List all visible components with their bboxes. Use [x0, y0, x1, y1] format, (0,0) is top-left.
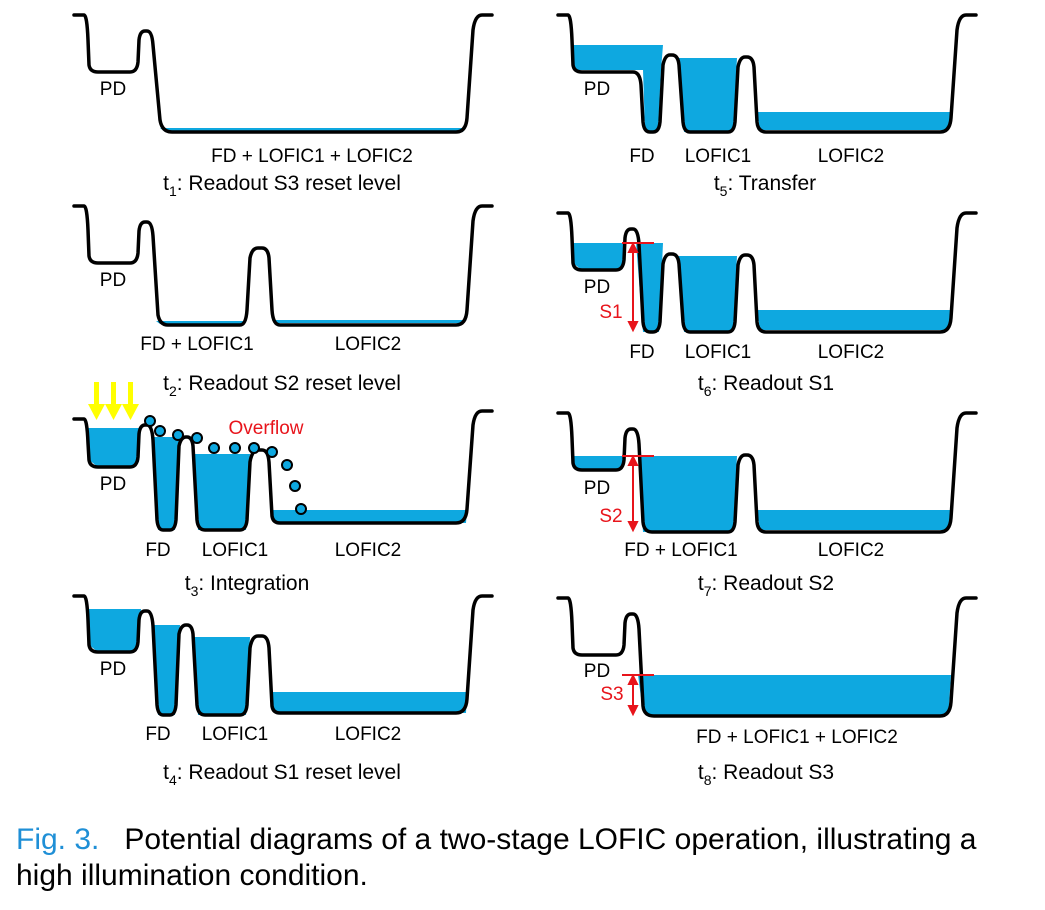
- label-fd: FD: [629, 342, 654, 363]
- label-lofic2: LOFIC2: [335, 540, 402, 561]
- figure-caption: Fig. 3. Potential diagrams of a two-stag…: [16, 822, 1041, 894]
- panel-title-t8: t8: Readout S3: [698, 761, 834, 788]
- panel-title-t5: t5: Transfer: [714, 172, 816, 199]
- panel-t1: PD FD + LOFIC1 + LOFIC2 t1: Readout S3 r…: [72, 13, 494, 199]
- charge-pd: [573, 243, 625, 270]
- charge-pd-fd: [573, 45, 663, 70]
- panel-t3: Overflow PD FD LOFIC1 LOFIC2 t3: Integra…: [72, 382, 494, 599]
- label-lofic2: LOFIC2: [818, 540, 885, 561]
- charge-lofic1: [193, 454, 250, 530]
- panel-title-t1: t1: Readout S3 reset level: [163, 172, 401, 199]
- label-pd: PD: [584, 478, 610, 499]
- charge-pd: [88, 428, 141, 467]
- label-pd: PD: [100, 79, 126, 100]
- potential-wall: [556, 211, 978, 334]
- panel-title-t2: t2: Readout S2 reset level: [163, 372, 401, 399]
- caption-text: Potential diagrams of a two-stage LOFIC …: [16, 823, 977, 892]
- label-pd: PD: [100, 659, 126, 680]
- label-fd-lofic1: FD + LOFIC1: [140, 334, 254, 355]
- potential-wall: [72, 594, 494, 717]
- potential-wall: [556, 13, 978, 134]
- label-lofic1: LOFIC1: [202, 540, 269, 561]
- potential-wall: [556, 596, 978, 718]
- label-pd: PD: [100, 270, 126, 291]
- overflow-electrons: [144, 415, 307, 515]
- label-pd: PD: [584, 661, 610, 682]
- charge-fd: [152, 437, 180, 530]
- label-lofic2: LOFIC2: [335, 724, 402, 745]
- figure-label: Fig. 3.: [16, 823, 100, 856]
- panel-t7: S2 PD FD + LOFIC1 LOFIC2 t7: Readout S2: [556, 411, 978, 599]
- charge-pd: [88, 609, 141, 652]
- charge-lofic1: [678, 256, 737, 332]
- panel-t5: PD FD LOFIC1 LOFIC2 t5: Transfer: [556, 13, 978, 199]
- label-pd: PD: [584, 277, 610, 298]
- potential-wall: [72, 204, 494, 327]
- charge-pd: [573, 456, 625, 470]
- label-fd-lofic1: FD + LOFIC1: [624, 540, 738, 561]
- charge-lofic2: [272, 692, 467, 713]
- label-fd: FD: [145, 724, 170, 745]
- signal-label-s2: S2: [599, 506, 622, 527]
- charge-lofic1: [678, 58, 737, 132]
- potential-wall: [556, 411, 978, 534]
- charge-lofic2: [757, 310, 950, 330]
- signal-label-s1: S1: [599, 302, 622, 323]
- panel-title-t4: t4: Readout S1 reset level: [163, 761, 401, 788]
- signal-s3-marker: [622, 673, 654, 717]
- charge-fd-lofic1: [638, 456, 737, 532]
- charge-fd: [643, 70, 661, 132]
- panel-title-t6: t6: Readout S1: [698, 372, 834, 399]
- panel-title-t3: t3: Integration: [185, 572, 310, 599]
- label-fd-lofic1-lofic2: FD + LOFIC1 + LOFIC2: [211, 146, 413, 167]
- panel-t8: S3 PD FD + LOFIC1 + LOFIC2 t8: Readout S…: [556, 596, 978, 788]
- label-pd: PD: [584, 79, 610, 100]
- charge-fd: [152, 625, 180, 715]
- charge-lofic2: [272, 320, 465, 323]
- overflow-label: Overflow: [229, 418, 304, 439]
- panel-t6: S1 PD FD LOFIC1 LOFIC2 t6: Readout S1: [556, 211, 978, 399]
- label-lofic1: LOFIC1: [685, 146, 752, 167]
- label-fd-lofic1-lofic2: FD + LOFIC1 + LOFIC2: [696, 727, 898, 748]
- label-lofic1: LOFIC1: [685, 342, 752, 363]
- potential-wall: [72, 13, 494, 134]
- signal-label-s3: S3: [600, 684, 623, 705]
- label-lofic2: LOFIC2: [818, 146, 885, 167]
- potential-wall: [72, 409, 494, 532]
- panel-t4: PD FD LOFIC1 LOFIC2 t4: Readout S1 reset…: [72, 594, 494, 788]
- panel-t2: PD FD + LOFIC1 LOFIC2 t2: Readout S2 res…: [72, 204, 494, 399]
- signal-s2-marker: [622, 454, 654, 533]
- charge-lofic1: [193, 637, 250, 715]
- charge-lofic2: [757, 112, 950, 130]
- label-lofic2: LOFIC2: [335, 334, 402, 355]
- signal-s1-marker: [622, 241, 654, 333]
- light-arrows-icon: [88, 382, 139, 420]
- charge-lofic2: [757, 510, 950, 530]
- label-lofic2: LOFIC2: [818, 342, 885, 363]
- charge-fd-lofic1-lofic2: [638, 675, 951, 716]
- panel-title-t7: t7: Readout S2: [698, 572, 834, 599]
- label-fd: FD: [629, 146, 654, 167]
- label-lofic1: LOFIC1: [202, 724, 269, 745]
- label-pd: PD: [100, 474, 126, 495]
- label-fd: FD: [145, 540, 170, 561]
- charge-lofic2: [272, 510, 467, 523]
